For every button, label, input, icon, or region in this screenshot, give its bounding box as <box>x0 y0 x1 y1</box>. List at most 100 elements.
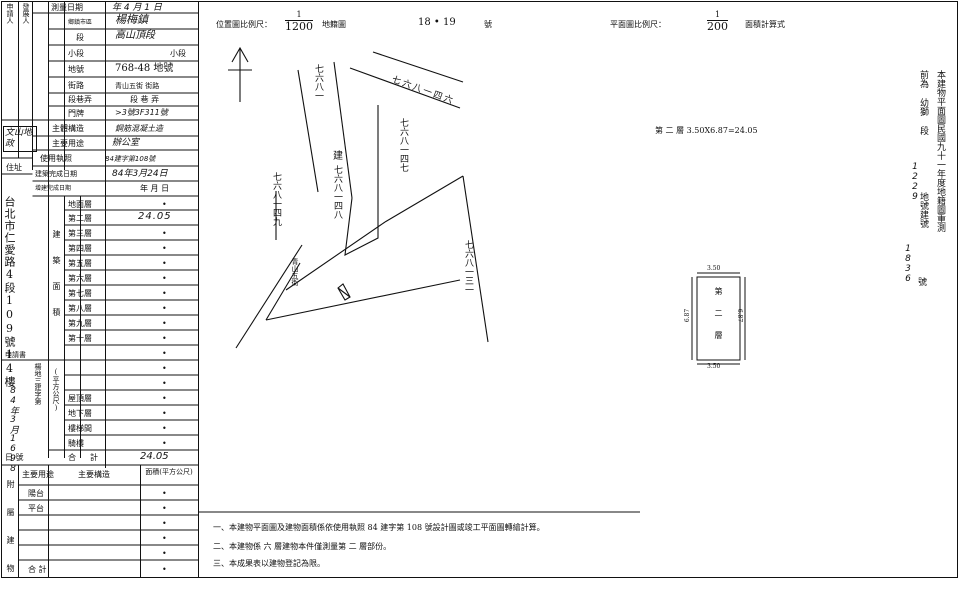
floor-value: • <box>162 424 167 433</box>
field-label-street: 街路 <box>68 81 84 90</box>
area-calc-label: 面積計算式 <box>745 20 785 29</box>
floor-name: 第五層 <box>68 259 92 268</box>
stamp-seal: 文山地政 <box>3 126 37 152</box>
location-scale-den: 1200 <box>285 20 313 33</box>
survey-date-label: 測量日期 <box>51 3 83 12</box>
field-value-section: 高山頂段 <box>115 30 155 41</box>
sheet-suffix: 號 <box>484 20 492 29</box>
attached-value: • <box>162 504 167 513</box>
floor-value: • <box>162 229 167 238</box>
floors-side-title: 建築面積 <box>52 230 61 334</box>
plan-dim-top: 3.50 <box>707 265 721 272</box>
attached-total-label: 合 計 <box>28 565 47 574</box>
field-label-lane: 段巷弄 <box>68 95 92 104</box>
field-label-lot: 地號 <box>68 65 84 74</box>
field-value-lot: 768-48 地號 <box>115 63 174 74</box>
floor-name: 第十層 <box>68 334 92 343</box>
survey-note-col3: 地號建號 <box>918 192 928 228</box>
floor-value: • <box>162 394 167 403</box>
attached-use: 平台 <box>28 504 44 513</box>
location-scale-label: 位置圖比例尺： <box>216 20 272 29</box>
field-label-section: 段 <box>76 33 84 42</box>
floor-name: 屋頂層 <box>68 394 92 403</box>
total-value: 24.05 <box>140 451 169 462</box>
field-label-purpose: 主要用途 <box>52 139 84 148</box>
attached-value: • <box>162 519 167 528</box>
total-label: 合計 <box>68 453 112 462</box>
floor-name: 第六層 <box>68 274 92 283</box>
field-label-license: 使用執照 <box>40 154 72 163</box>
field-label-district: 鄉鎮市區 <box>68 19 93 26</box>
note-2: 二、本建物係 六 層建物本件僅測量第 二 層部份。 <box>213 542 392 551</box>
map-label-768-1: 七六八一 <box>313 64 323 100</box>
location-scale-fraction: 1 1200 <box>285 9 313 32</box>
field-value-subsection: 小段 <box>170 49 186 58</box>
floor-name: 第二層 <box>68 214 92 223</box>
field-value-doorplate: >3號3F311號 <box>115 108 168 117</box>
map-label-building: 建 <box>333 151 343 162</box>
plan-dim-right: 6.87 <box>736 308 744 323</box>
field-value-completion: 84年3月24日 <box>112 169 168 179</box>
developer-label: 發展人 <box>22 3 30 24</box>
field-label-doorplate: 門牌 <box>68 109 84 118</box>
location-scale-num: 1 <box>285 9 313 21</box>
plan-floor-label: 第二層 <box>714 287 723 353</box>
field-value-district: 楊梅鎮 <box>115 13 148 26</box>
floor-value: • <box>162 319 167 328</box>
survey-hand-building: 1836 <box>903 244 913 284</box>
map-label-street: 青山五街 <box>291 258 299 286</box>
floor-name: 地下層 <box>68 409 92 418</box>
application-day: 日 號 <box>5 453 24 462</box>
map-label-768-49: 七六八一四九 <box>271 172 281 226</box>
floor-value: • <box>162 364 167 373</box>
field-value-lane: 段 巷 弄 <box>130 95 160 104</box>
floor-value: • <box>162 304 167 313</box>
attached-side-label: 附屬建物 <box>6 480 15 592</box>
application-hand: 84年3月1698 <box>8 386 18 474</box>
plan-scale-num: 1 <box>707 9 729 21</box>
floor-name: 第四層 <box>68 244 92 253</box>
floor-value: • <box>162 274 167 283</box>
floor-name: 地面層 <box>68 200 92 209</box>
map-label-768-48: 七六八一四八 <box>332 165 342 219</box>
field-value-extension: 年 月 日 <box>140 184 170 193</box>
floor-name: 樓梯間 <box>68 424 92 433</box>
sheet-number: 18 • 19 <box>418 17 456 28</box>
survey-note-col1: 本建物平面圖民國九十一年度地籍圖重測 <box>935 70 945 232</box>
note-1: 一、本建物平面圖及建物面積係依使用執照 84 建字第 108 號設計圖或竣工平面… <box>213 523 545 532</box>
map-label-768-31: 七六八一三一 <box>463 240 473 294</box>
floor-name: 第三層 <box>68 229 92 238</box>
floor-name: 第九層 <box>68 319 92 328</box>
survey-note-col2: 前為 幼獅 段 <box>918 70 928 135</box>
survey-date-value: 年 4 月 1 日 <box>112 3 162 13</box>
plan-scale-fraction: 1 200 <box>707 9 729 33</box>
applicant-label: 申請人 <box>6 3 14 24</box>
floor-value: • <box>162 244 167 253</box>
field-value-purpose: 辦公室 <box>112 138 140 148</box>
floor-value: 24.05 <box>138 211 172 222</box>
field-value-street: 青山五街 街路 <box>115 82 160 90</box>
plan-scale-label: 平面圖比例尺： <box>610 20 666 29</box>
attached-head-area: 面積(平方公尺) <box>145 468 193 476</box>
floor-value: • <box>162 379 167 388</box>
address-label: 住址 <box>6 163 22 172</box>
attached-value: • <box>162 534 167 543</box>
field-label-structure: 主體構造 <box>52 124 84 133</box>
note-3: 三、本成果表以建物登記為限。 <box>213 559 325 568</box>
attached-use: 陽台 <box>28 489 44 498</box>
floor-value: • <box>162 349 167 358</box>
applicant-address: 台北市仁愛路4段109號14樓 <box>3 196 16 388</box>
attached-value: • <box>162 549 167 558</box>
attached-value: • <box>162 489 167 498</box>
field-value-structure: 鋼筋混凝土造 <box>115 124 163 133</box>
plan-dim-bottom: 3.50 <box>707 363 721 370</box>
floor-value: • <box>162 334 167 343</box>
attached-total-value: • <box>162 565 167 574</box>
floor-value: • <box>162 409 167 418</box>
field-label-extension: 增建完成日期 <box>35 185 72 192</box>
floor-value: • <box>162 200 167 209</box>
plan-scale-den: 200 <box>707 20 729 33</box>
floor-name: 騎樓 <box>68 439 84 448</box>
